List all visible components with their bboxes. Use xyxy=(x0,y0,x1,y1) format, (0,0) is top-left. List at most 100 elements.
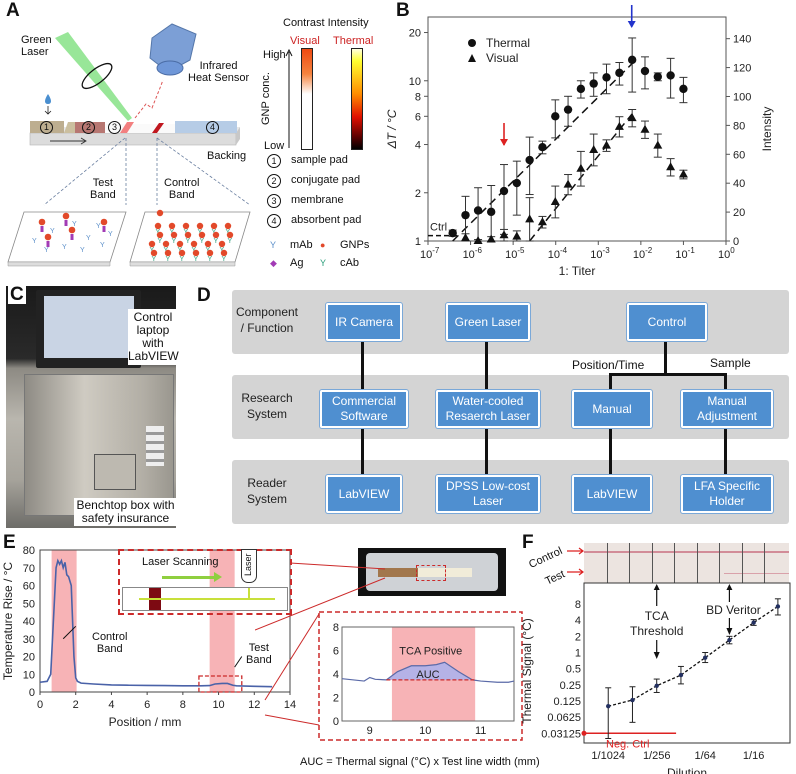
mab-icon: Y xyxy=(80,247,85,254)
x-tick-label: 1/1024 xyxy=(591,750,625,762)
thermal-point xyxy=(615,68,624,78)
cab-icon: Y xyxy=(164,247,169,254)
control-band-pointer xyxy=(62,625,77,640)
connector-manual-labview xyxy=(609,425,612,475)
visual-point xyxy=(576,163,586,172)
capture-antibody-icon: Y xyxy=(320,258,327,268)
plot-frame xyxy=(427,16,727,242)
species-label-gnps: GNPs xyxy=(340,239,370,251)
legend-item-label: absorbent pad xyxy=(291,214,362,226)
inset-plot-frame xyxy=(341,626,515,722)
inset-trace xyxy=(341,661,515,683)
connector-adjustment-holder xyxy=(724,425,727,475)
cab-icon: Y xyxy=(200,238,205,245)
y-tick-label: 40 xyxy=(23,616,35,628)
visual-point xyxy=(602,140,612,149)
gnp-icon xyxy=(192,249,200,257)
y-tick-label: 30 xyxy=(23,634,35,646)
thermal-contrast-bar xyxy=(351,48,363,150)
visual-label: Visual xyxy=(290,35,320,47)
x-tick-label: 1/16 xyxy=(743,750,764,762)
test-arrow-icon xyxy=(567,568,584,576)
auc-label: AUC xyxy=(416,669,439,681)
x-tick-label: 4 xyxy=(108,699,114,711)
mab-icon: Y xyxy=(62,244,67,251)
gnp-icon xyxy=(182,222,190,230)
gnp-icon xyxy=(162,240,170,248)
visual-point xyxy=(525,214,535,223)
mab-icon: Y xyxy=(44,247,49,254)
y-tick-label: 0 xyxy=(29,687,35,699)
legend-number-icon: 1 xyxy=(267,154,281,168)
gnp-conc-axis-label: GNP conc. xyxy=(260,72,272,125)
temperature-trace xyxy=(39,558,273,688)
gnp-icon xyxy=(226,231,234,239)
box-manual: Manual xyxy=(572,390,652,428)
connector-ir-commercial xyxy=(361,340,364,395)
thermal-point xyxy=(512,178,522,188)
thermal-point xyxy=(589,79,598,88)
thermal-point xyxy=(551,112,560,121)
x-tick-label: 1/64 xyxy=(694,750,715,762)
thermal-point xyxy=(499,186,509,196)
thermal-point xyxy=(679,84,688,94)
gnp-icon xyxy=(168,222,176,230)
x-tick-label: 0 xyxy=(37,699,43,711)
panel-f-label: F xyxy=(522,532,534,553)
cab-icon: Y xyxy=(166,256,171,263)
visual-contrast-bar xyxy=(301,48,313,150)
y-tick-label: 8 xyxy=(575,599,581,611)
y-tick-label: 60 xyxy=(23,581,35,593)
box-labview-reader: LabVIEW xyxy=(326,475,402,513)
panel-e-label: E xyxy=(3,532,16,553)
plot-frame xyxy=(583,582,791,744)
arrowhead-icon xyxy=(653,584,660,590)
x-tick-label: 12 xyxy=(248,699,260,711)
data-point xyxy=(727,637,732,643)
x-tick-label: 9 xyxy=(367,725,373,737)
y-tick-label: 0 xyxy=(333,716,339,728)
antibody-icon: Y xyxy=(270,240,277,250)
visual-point xyxy=(640,124,650,133)
tca-label-1: TCA xyxy=(645,609,669,623)
y-tick-label: 2 xyxy=(333,693,339,705)
y-tick-label: 80 xyxy=(23,545,35,557)
cab-icon: Y xyxy=(170,229,175,236)
y-tick-label: 10 xyxy=(23,669,35,681)
cab-icon: Y xyxy=(206,247,211,254)
data-point xyxy=(702,655,708,660)
thermal-point xyxy=(486,207,496,217)
cab-icon: Y xyxy=(158,238,163,245)
y-tick-label: 2 xyxy=(415,188,421,200)
y-tick-label: 0.0625 xyxy=(547,712,581,724)
gnp-icon xyxy=(218,240,226,248)
strip-divider xyxy=(741,543,743,583)
data-point xyxy=(751,620,756,625)
strip-divider xyxy=(629,543,630,583)
legend-thermal-label: Thermal xyxy=(486,36,530,50)
box-door xyxy=(94,454,136,490)
lfa-cassette-photo xyxy=(358,548,506,596)
arrowhead-icon xyxy=(726,584,733,590)
thermal-point xyxy=(538,142,547,152)
strip-divider xyxy=(651,543,653,583)
scan-arrowhead-icon xyxy=(214,572,222,582)
x-axis-label: Position / mm xyxy=(109,715,182,729)
backing-label: Backing xyxy=(207,150,247,162)
legend-number-icon: 3 xyxy=(267,194,281,208)
y-tick-label: 4 xyxy=(575,615,581,627)
visual-point xyxy=(666,162,676,171)
contrast-intensity-title: Contrast Intensity xyxy=(283,17,369,29)
y-tick-label: 50 xyxy=(23,598,35,610)
cab-icon: Y xyxy=(178,247,183,254)
box-green-laser: Green Laser xyxy=(446,303,530,341)
cab-icon: Y xyxy=(192,247,197,254)
